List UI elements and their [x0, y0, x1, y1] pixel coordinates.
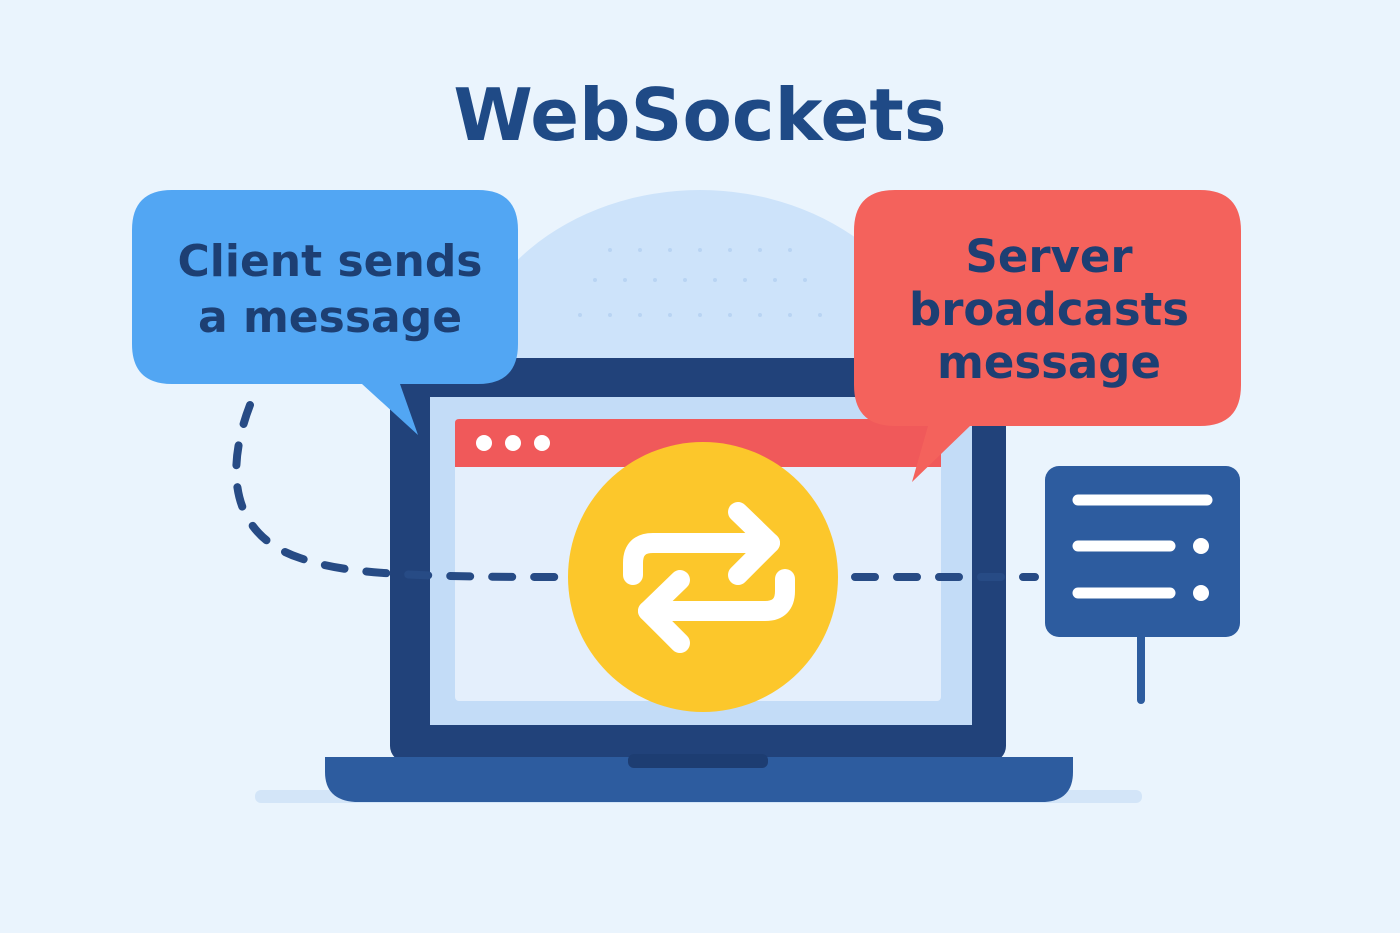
server-bubble-line: broadcasts — [908, 283, 1190, 336]
swap-arrows-icon — [623, 502, 795, 653]
client-bubble-text: Client sends a message — [140, 234, 520, 346]
client-dashed-line — [232, 401, 559, 581]
exchange-circle — [568, 442, 838, 712]
server-icon — [1045, 466, 1240, 704]
client-bubble-line: Client sends — [177, 236, 483, 287]
server-bubble-line: message — [936, 336, 1162, 389]
server-bubble-text: Server broadcasts message — [864, 230, 1234, 389]
server-bubble — [854, 190, 1241, 482]
laptop-notch — [628, 754, 768, 768]
laptop-base — [325, 757, 1073, 802]
server-bubble-line: Server — [965, 230, 1133, 283]
client-bubble-line: a message — [197, 292, 463, 343]
dome-dots — [578, 248, 822, 317]
client-bubble — [132, 190, 518, 435]
window-dots-icon — [476, 435, 550, 451]
page-title: WebSockets — [453, 73, 947, 157]
